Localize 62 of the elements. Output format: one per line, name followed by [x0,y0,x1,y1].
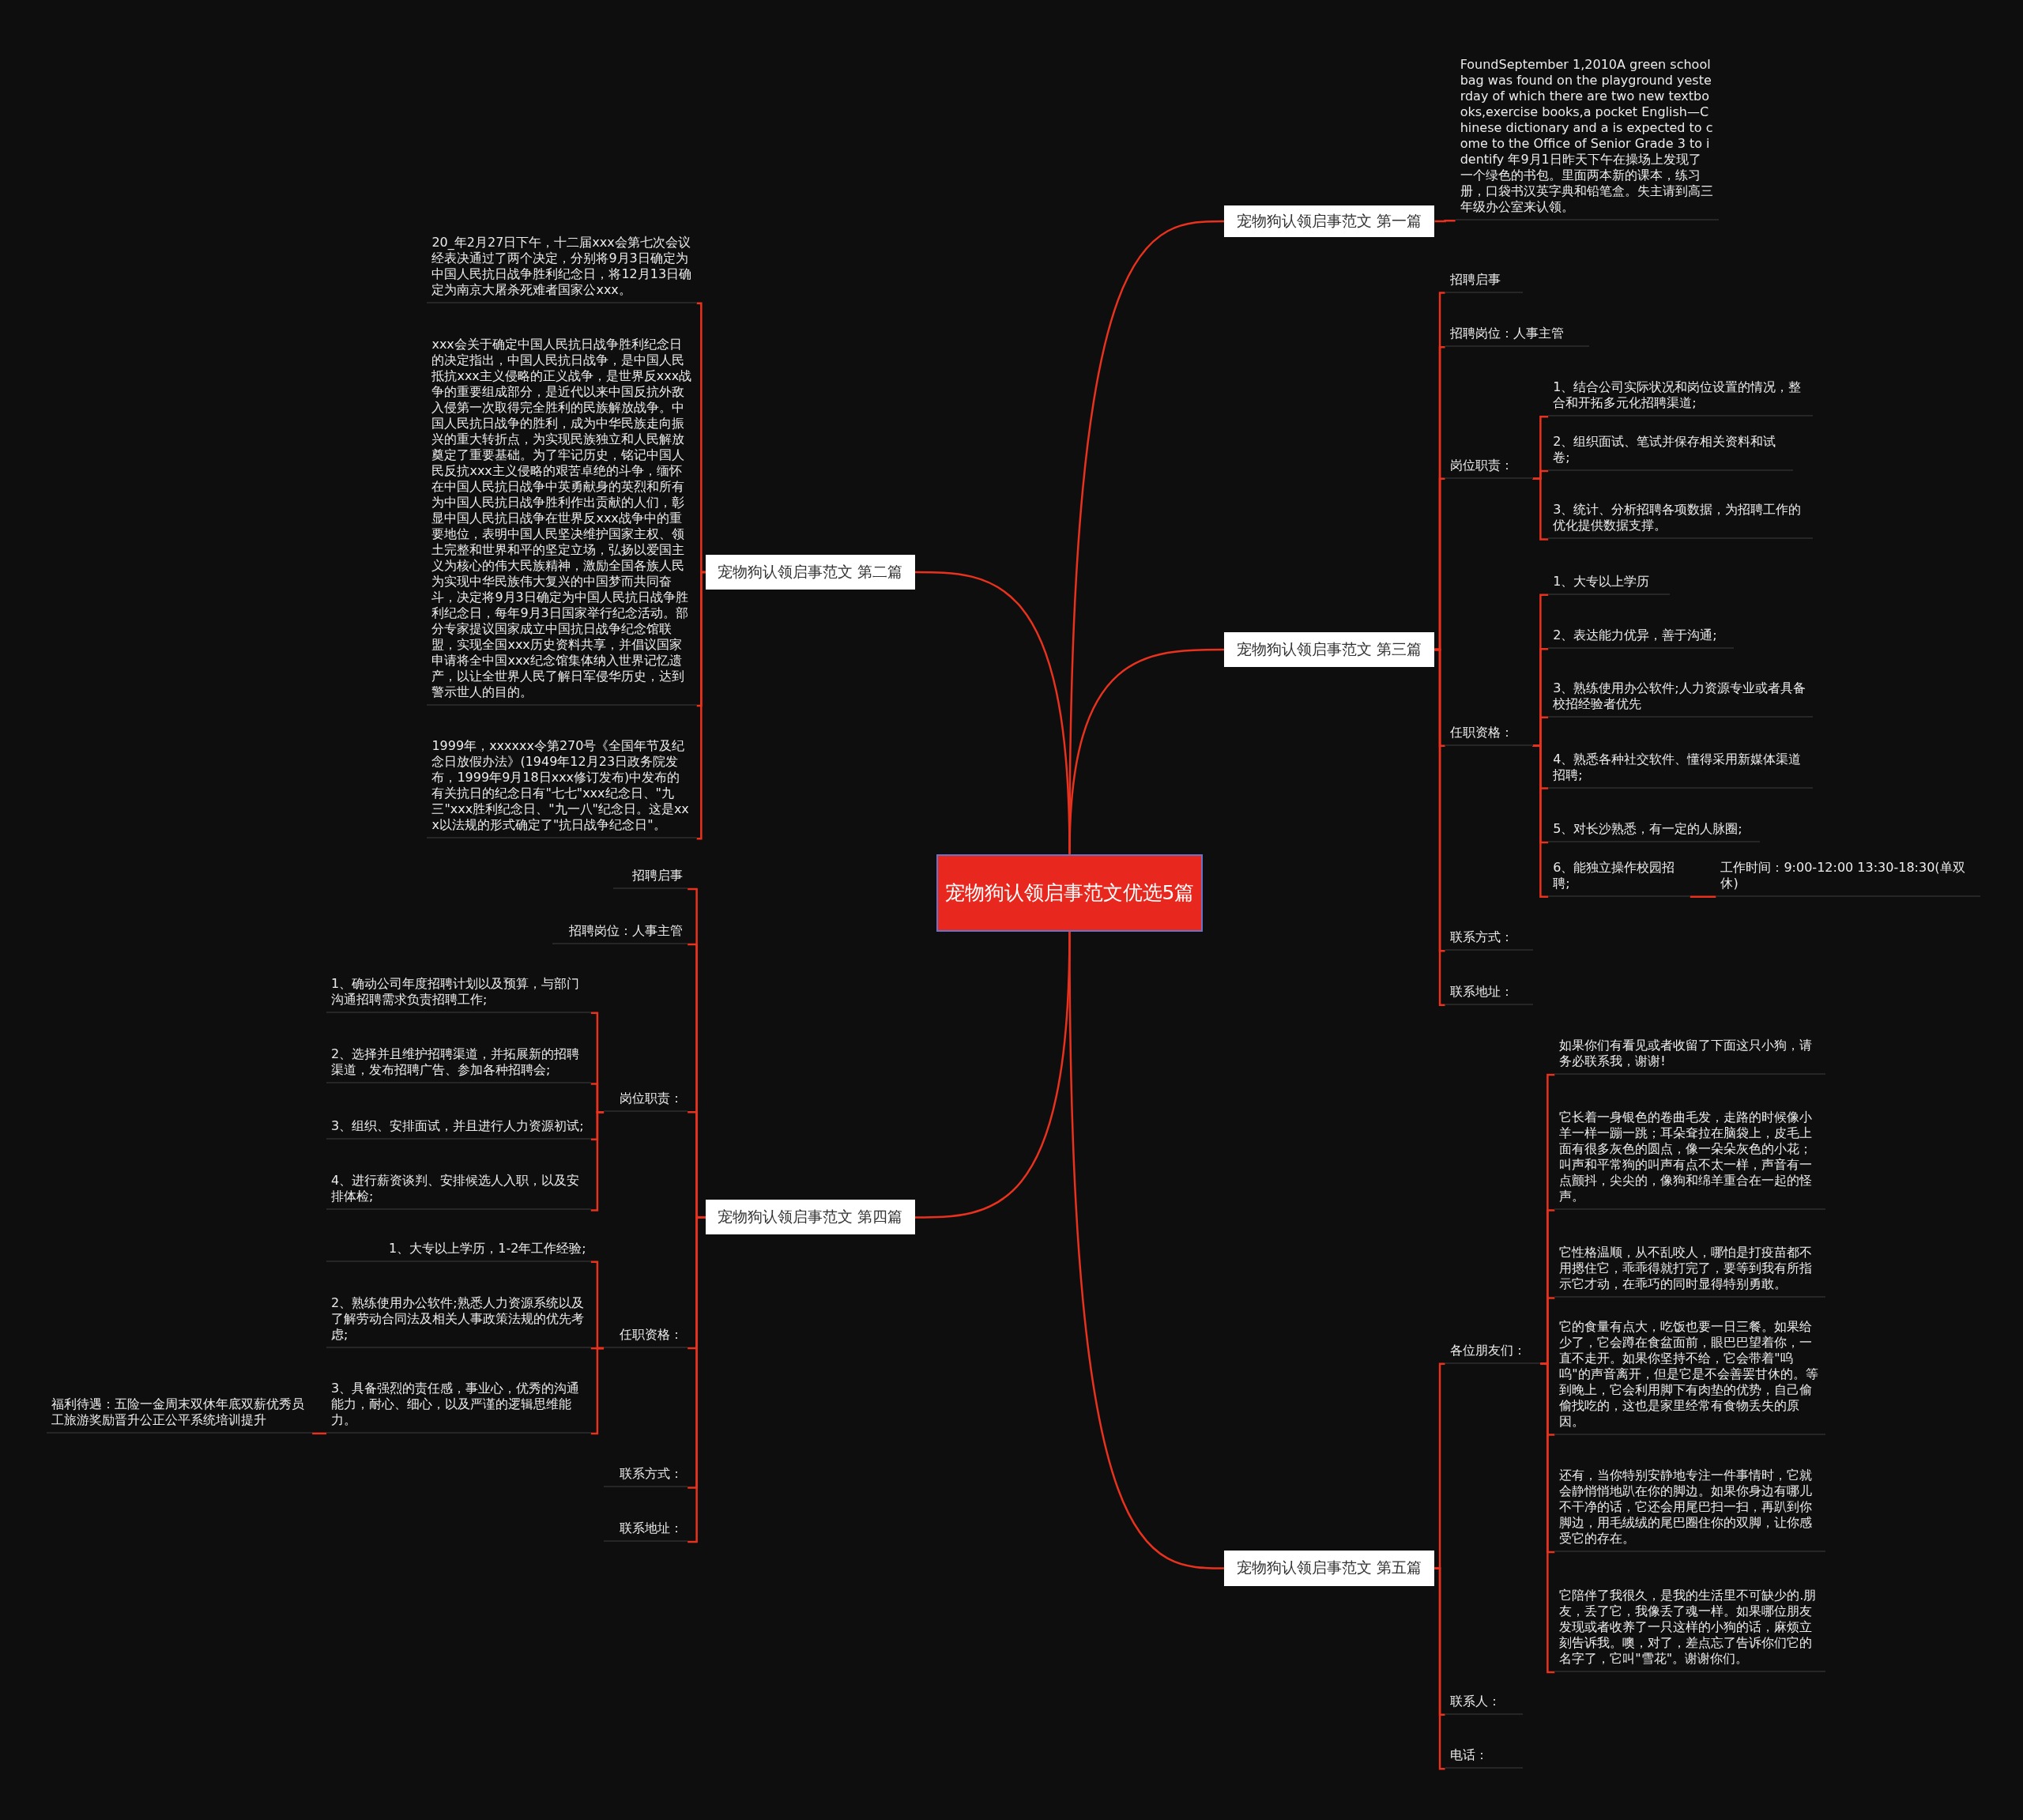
topic-text: 联系地址： [1445,983,1533,1005]
topic-text: 4、进行薪资谈判、安排候选人入职，以及安排体检; [326,1173,591,1211]
topic-text: 各位朋友们： [1445,1342,1541,1364]
connector-line [590,1111,605,1211]
connector-line [312,1432,327,1435]
topic-text: 任职资格： [604,1327,688,1349]
topic-text: 招聘岗位：人事主管 [552,923,688,945]
connector-line [1434,648,1445,1007]
topic-text: 3、统计、分析招聘各项数据，为招聘工作的优化提供数据支撑。 [1548,502,1813,540]
connector-line [1434,219,1456,223]
topic-text: 3、熟练使用办公软件;人力资源专业或者具备校招经验者优先 [1548,680,1813,718]
topic-text: 联系方式： [1445,929,1533,951]
topic-text: 1999年，xxxxxx令第270号《全国年节及纪念日放假办法》(1949年12月23日政务院发布，1999年9月18日xxx修订发布)中发布的有关抗日的纪念日有"七七"xxx纪念日、"九三"xxx胜利纪念日、"九一八"纪念日。这是xxx以法规的形式确定了"抗日战争纪念日"。 [427,738,697,839]
topic-text: 联系人： [1445,1693,1523,1715]
connector-line [1540,1362,1555,1674]
topic-text: 3、组织、安排面试，并且进行人力资源初试; [326,1117,591,1140]
branch-topic-box: 宠物狗认领启事范文 第三篇 [1224,632,1435,668]
connector-line [1434,1567,1445,1770]
topic-text: 任职资格： [1445,724,1533,746]
topic-text: 它性格温顺，从不乱咬人，哪怕是打疫苗都不用摁住它，乖乖得就打完了，要等到我有所指示它才动，在乖巧的同时显得特别勇敢。 [1554,1245,1826,1298]
topic-text: 工作时间：9:00-12:00 13:30-18:30(单双休) [1716,859,1981,897]
topic-text: 3、具备强烈的责任感，事业心，优秀的沟通能力，耐心、细心，以及严谨的逻辑思维能力。 [326,1380,591,1434]
topic-text: FoundSeptember 1,2010A green school bag was found on the playground yesterday of which there are two new textbooks,exercise books,a pocket English—Chinese dictionary and a is expected to come to the Office of Senior Grade 3 to identify 年9月1日昨天下午在操场上发现了一个绿色的书包。里面两本新的课本，练习册，口袋书汉英字典和铅笔盒。失主请到高三年级办公室来认领。 [1455,57,1719,221]
branch-topic-box: 宠物狗认领启事范文 第二篇 [706,555,915,590]
connector-line [1068,931,1225,1569]
topic-text: 它长着一身银色的卷曲毛发，走路的时候像小羊一样一蹦一跳；耳朵耷拉在脑袋上，皮毛上面有很多灰色的圆点，像一朵朵灰色的小花；叫声和平常狗的叫声有点不太一样，声音有一点颤抖，尖尖的，像狗和绵羊重合在一起的怪声。 [1554,1110,1826,1211]
topic-text: 它陪伴了我很久，是我的生活里不可缺少的.朋友，丢了它，我像丢了魂一样。如果哪位朋友发现或者收养了一只这样的小狗的话，麻烦立刻告诉我。噢，对了，差点忘了告诉你们它的名字了，它叫"雪花"。谢谢你们。 [1554,1587,1826,1672]
topic-text: 1、结合公司实际状况和岗位设置的情况，整合和开拓多元化招聘渠道; [1548,379,1813,417]
central-topic-box: 宠物狗认领启事范文优选5篇 [936,853,1203,932]
connector-line [1532,744,1549,898]
topic-text: 福利待遇：五险一金周末双休年底双薪优秀员工旅游奖励晋升公正公平系统培训提升 [46,1396,313,1434]
topic-text: 招聘启事 [1445,271,1523,293]
branch-topic-box: 宠物狗认领启事范文 第五篇 [1224,1551,1435,1586]
connector-line [696,571,706,840]
topic-text: 电话： [1445,1747,1523,1769]
connector-line [1532,477,1549,541]
topic-text: 2、组织面试、笔试并保存相关资料和试卷; [1548,433,1794,471]
topic-text: 6、能独立操作校园招聘; [1548,859,1690,897]
topic-text: 联系方式： [604,1466,688,1488]
topic-text: 4、熟悉各种社交软件、懂得采用新媒体渠道招聘; [1548,751,1813,789]
topic-text: 1、大专以上学历 [1548,573,1670,595]
topic-text: 招聘岗位：人事主管 [1445,326,1590,348]
topic-text: 招聘启事 [612,867,688,889]
connector-line [1068,648,1225,854]
branch-topic-box: 宠物狗认领启事范文 第四篇 [706,1200,915,1235]
topic-text: 20_年2月27日下午，十二届xxx会第七次会议经表决通过了两个决定，分别将9月3日确定为中国人民抗日战争胜利纪念日，将12月13日确定为南京大屠杀死难者国家公xxx。 [427,234,697,303]
topic-text: 岗位职责： [604,1091,688,1113]
topic-text: 1、确动公司年度招聘计划以及预算，与部门沟通招聘需求负责招聘工作; [326,975,591,1013]
topic-text: 联系地址： [604,1520,688,1543]
topic-text: 2、表达能力优异，善于沟通; [1548,627,1735,650]
topic-text: 如果你们有看见或者收留了下面这只小狗，请务必联系我，谢谢! [1554,1038,1826,1075]
connector-line [590,1347,605,1435]
topic-text: xxx会关于确定中国人民抗日战争胜利纪念日的决定指出，中国人民抗日战争，是中国人民抵抗xxx主义侵略的正义战争，是世界反xxx战争的重要组成部分，是近代以来中国反抗外敌入侵第一次取得完全胜利的民族解放战争。中国人民抗日战争的胜利，成为中华民族走向振兴的重大转折点，为实现民族独立和人民解放奠定了重要基础。为了牢记历史，铭记中国人民反抗xxx主义侵略的艰苦卓绝的斗争，缅怀在中国人民抗日战争中英勇献身的英烈和所有为中国人民抗日战争胜利作出贡献的人们，彰显中国人民抗日战争在世界反xxx战争中的重要地位，表明中国人民坚决维护国家主权、领土完整和世界和平的坚定立场，弘扬以爱国主义为核心的伟大民族精神，激励全国各族人民为实现中华民族伟大复兴的中国梦而共同奋斗，决定将9月3日确定为中国人民抗日战争胜利纪念日，每年9月3日国家举行纪念活动。部分专家提议国家成立中国抗日战争纪念馆联盟，实现全国xxx历史资料共享，并倡议国家申请将全中国xxx纪念馆集体纳入世界记忆遗产，以让全世界人民了解日军侵华历史，达到警示世人的目的。 [427,337,697,707]
topic-text: 它的食量有点大，吃饭也要一日三餐。如果给少了，它会蹲在食盆面前，眼巴巴望着你，一直不走开。如果你坚持不给，它会带着"呜呜"的声音离开，但是它是不会善罢甘休的。等到晚上，它会利用脚下有肉垫的优势，自己偷偷找吃的，这也是家里经常有食物丢失的原因。 [1554,1318,1826,1435]
topic-text: 5、对长沙熟悉，有一定的人脉圈; [1548,821,1760,843]
topic-text: 还有，当你特别安静地专注一件事情时，它就会静悄悄地趴在你的脚边。如果你身边有哪儿不干净的话，它还会用尾巴扫一扫，再趴到你脚边，用毛绒绒的尾巴圈住你的双脚，让你感受它的存在。 [1554,1468,1826,1553]
topic-text: 2、熟练使用办公软件;熟悉人力资源系统以及了解劳动合同法及相关人事政策法规的优先考虑; [326,1295,591,1349]
connector-line [1690,895,1716,898]
branch-topic-box: 宠物狗认领启事范文 第一篇 [1224,205,1435,238]
topic-text: 岗位职责： [1445,457,1533,479]
topic-text: 1、大专以上学历，1-2年工作经验; [326,1240,591,1262]
topic-text: 2、选择并且维护招聘渠道，并拓展新的招聘渠道，发布招聘广告、参加各种招聘会; [326,1046,591,1084]
